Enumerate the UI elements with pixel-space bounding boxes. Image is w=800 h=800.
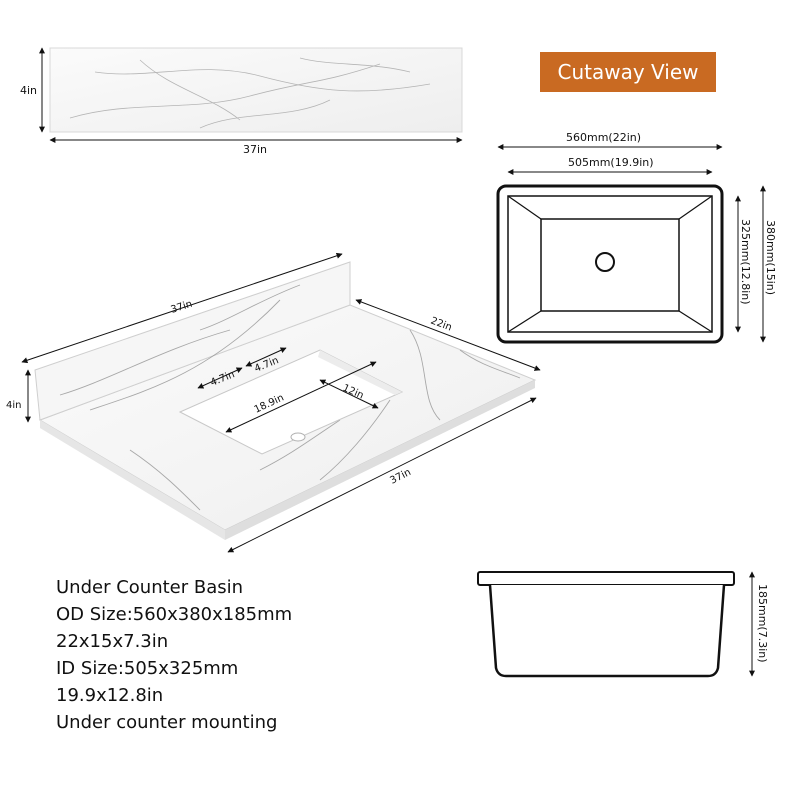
side-view-rim: [477, 571, 735, 586]
marble-veins: [69, 57, 431, 129]
basin-specifications: Under Counter Basin OD Size:560x380x185m…: [56, 574, 386, 736]
spec-line: Under Counter Basin: [56, 577, 244, 598]
backsplash-height-label: 4in: [20, 84, 37, 97]
spec-line: ID Size:505x325mm: [56, 658, 239, 679]
side-view-bowl: [488, 584, 726, 678]
backsplash-view: 4in 37in: [20, 47, 463, 156]
outer-depth-label: 380mm(15in): [764, 220, 777, 295]
spec-line: 19.9x12.8in: [56, 685, 164, 706]
basin-side-view: 185mm(7.3in): [477, 571, 769, 678]
sink-drain: [290, 432, 306, 442]
back-length-dimension: [21, 252, 343, 364]
spec-line: Under counter mounting: [56, 712, 278, 733]
inner-width-label: 505mm(19.9in): [568, 156, 654, 169]
basin-slope-tl: [507, 195, 542, 220]
depth-dimension: [355, 299, 541, 371]
cutout-depth-dimension: [319, 379, 379, 409]
depth-label: 22in: [429, 316, 453, 334]
backsplash-panel: [49, 47, 463, 133]
spec-line: 22x15x7.3in: [56, 631, 169, 652]
back-length-label: 37in: [170, 299, 194, 316]
outer-width-label: 560mm(22in): [566, 131, 641, 144]
basin-slope-br: [678, 310, 713, 333]
countertop-front-edge: [40, 420, 225, 540]
cutout-width-dimension: [225, 361, 377, 433]
front-length-dimension: [227, 397, 537, 553]
countertop-view: 37in 22in 4in 37in 4.7in 4.7in 18.9in 12…: [6, 252, 541, 553]
basin-top-view: 560mm(22in) 505mm(19.9in) 325mm(12.8in) …: [496, 131, 777, 344]
spec-line: OD Size:560x380x185mm: [56, 604, 293, 625]
backsplash-width-label: 37in: [243, 143, 267, 156]
splash-height-label: 4in: [6, 400, 21, 411]
basin-slope-tr: [678, 195, 713, 220]
drain-hole: [595, 252, 615, 272]
cutaway-view-badge: Cutaway View: [540, 52, 716, 92]
side-height-label: 185mm(7.3in): [756, 584, 769, 663]
inner-depth-label: 325mm(12.8in): [739, 219, 752, 305]
